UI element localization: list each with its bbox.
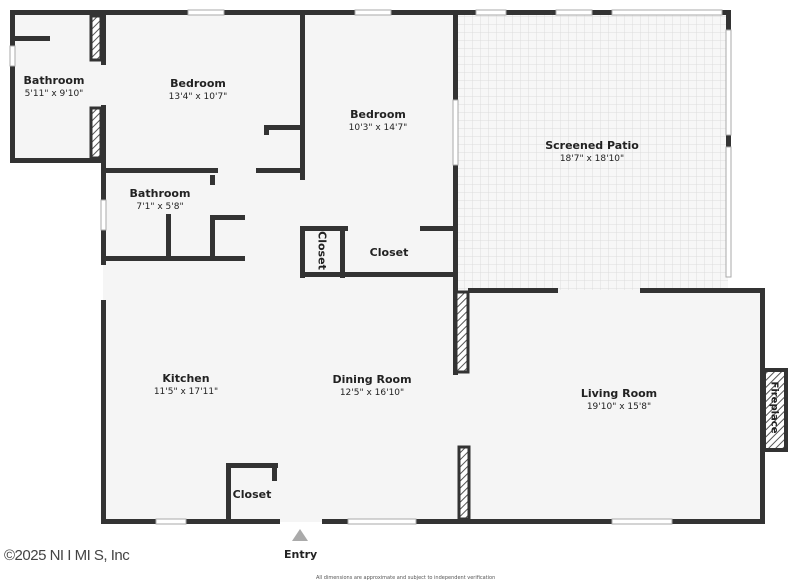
- disclaimer: All dimensions are approximate and subje…: [316, 575, 496, 581]
- room-closet-2: Closet: [369, 246, 409, 259]
- windows: [9, 9, 732, 525]
- entry-label: Entry: [284, 548, 318, 561]
- entry-arrow-icon: [292, 529, 308, 541]
- room-closet-3: Closet: [232, 488, 272, 501]
- fireplace-label: Fireplace: [768, 381, 780, 434]
- fireplace: [762, 368, 788, 452]
- hatched-walls: [89, 14, 471, 521]
- room-closet-1: Closet: [315, 231, 329, 270]
- floors: [12, 12, 762, 522]
- copyright: ©2025 NI I MI S, Inc: [4, 547, 130, 564]
- screened-patio-floor: [457, 14, 728, 290]
